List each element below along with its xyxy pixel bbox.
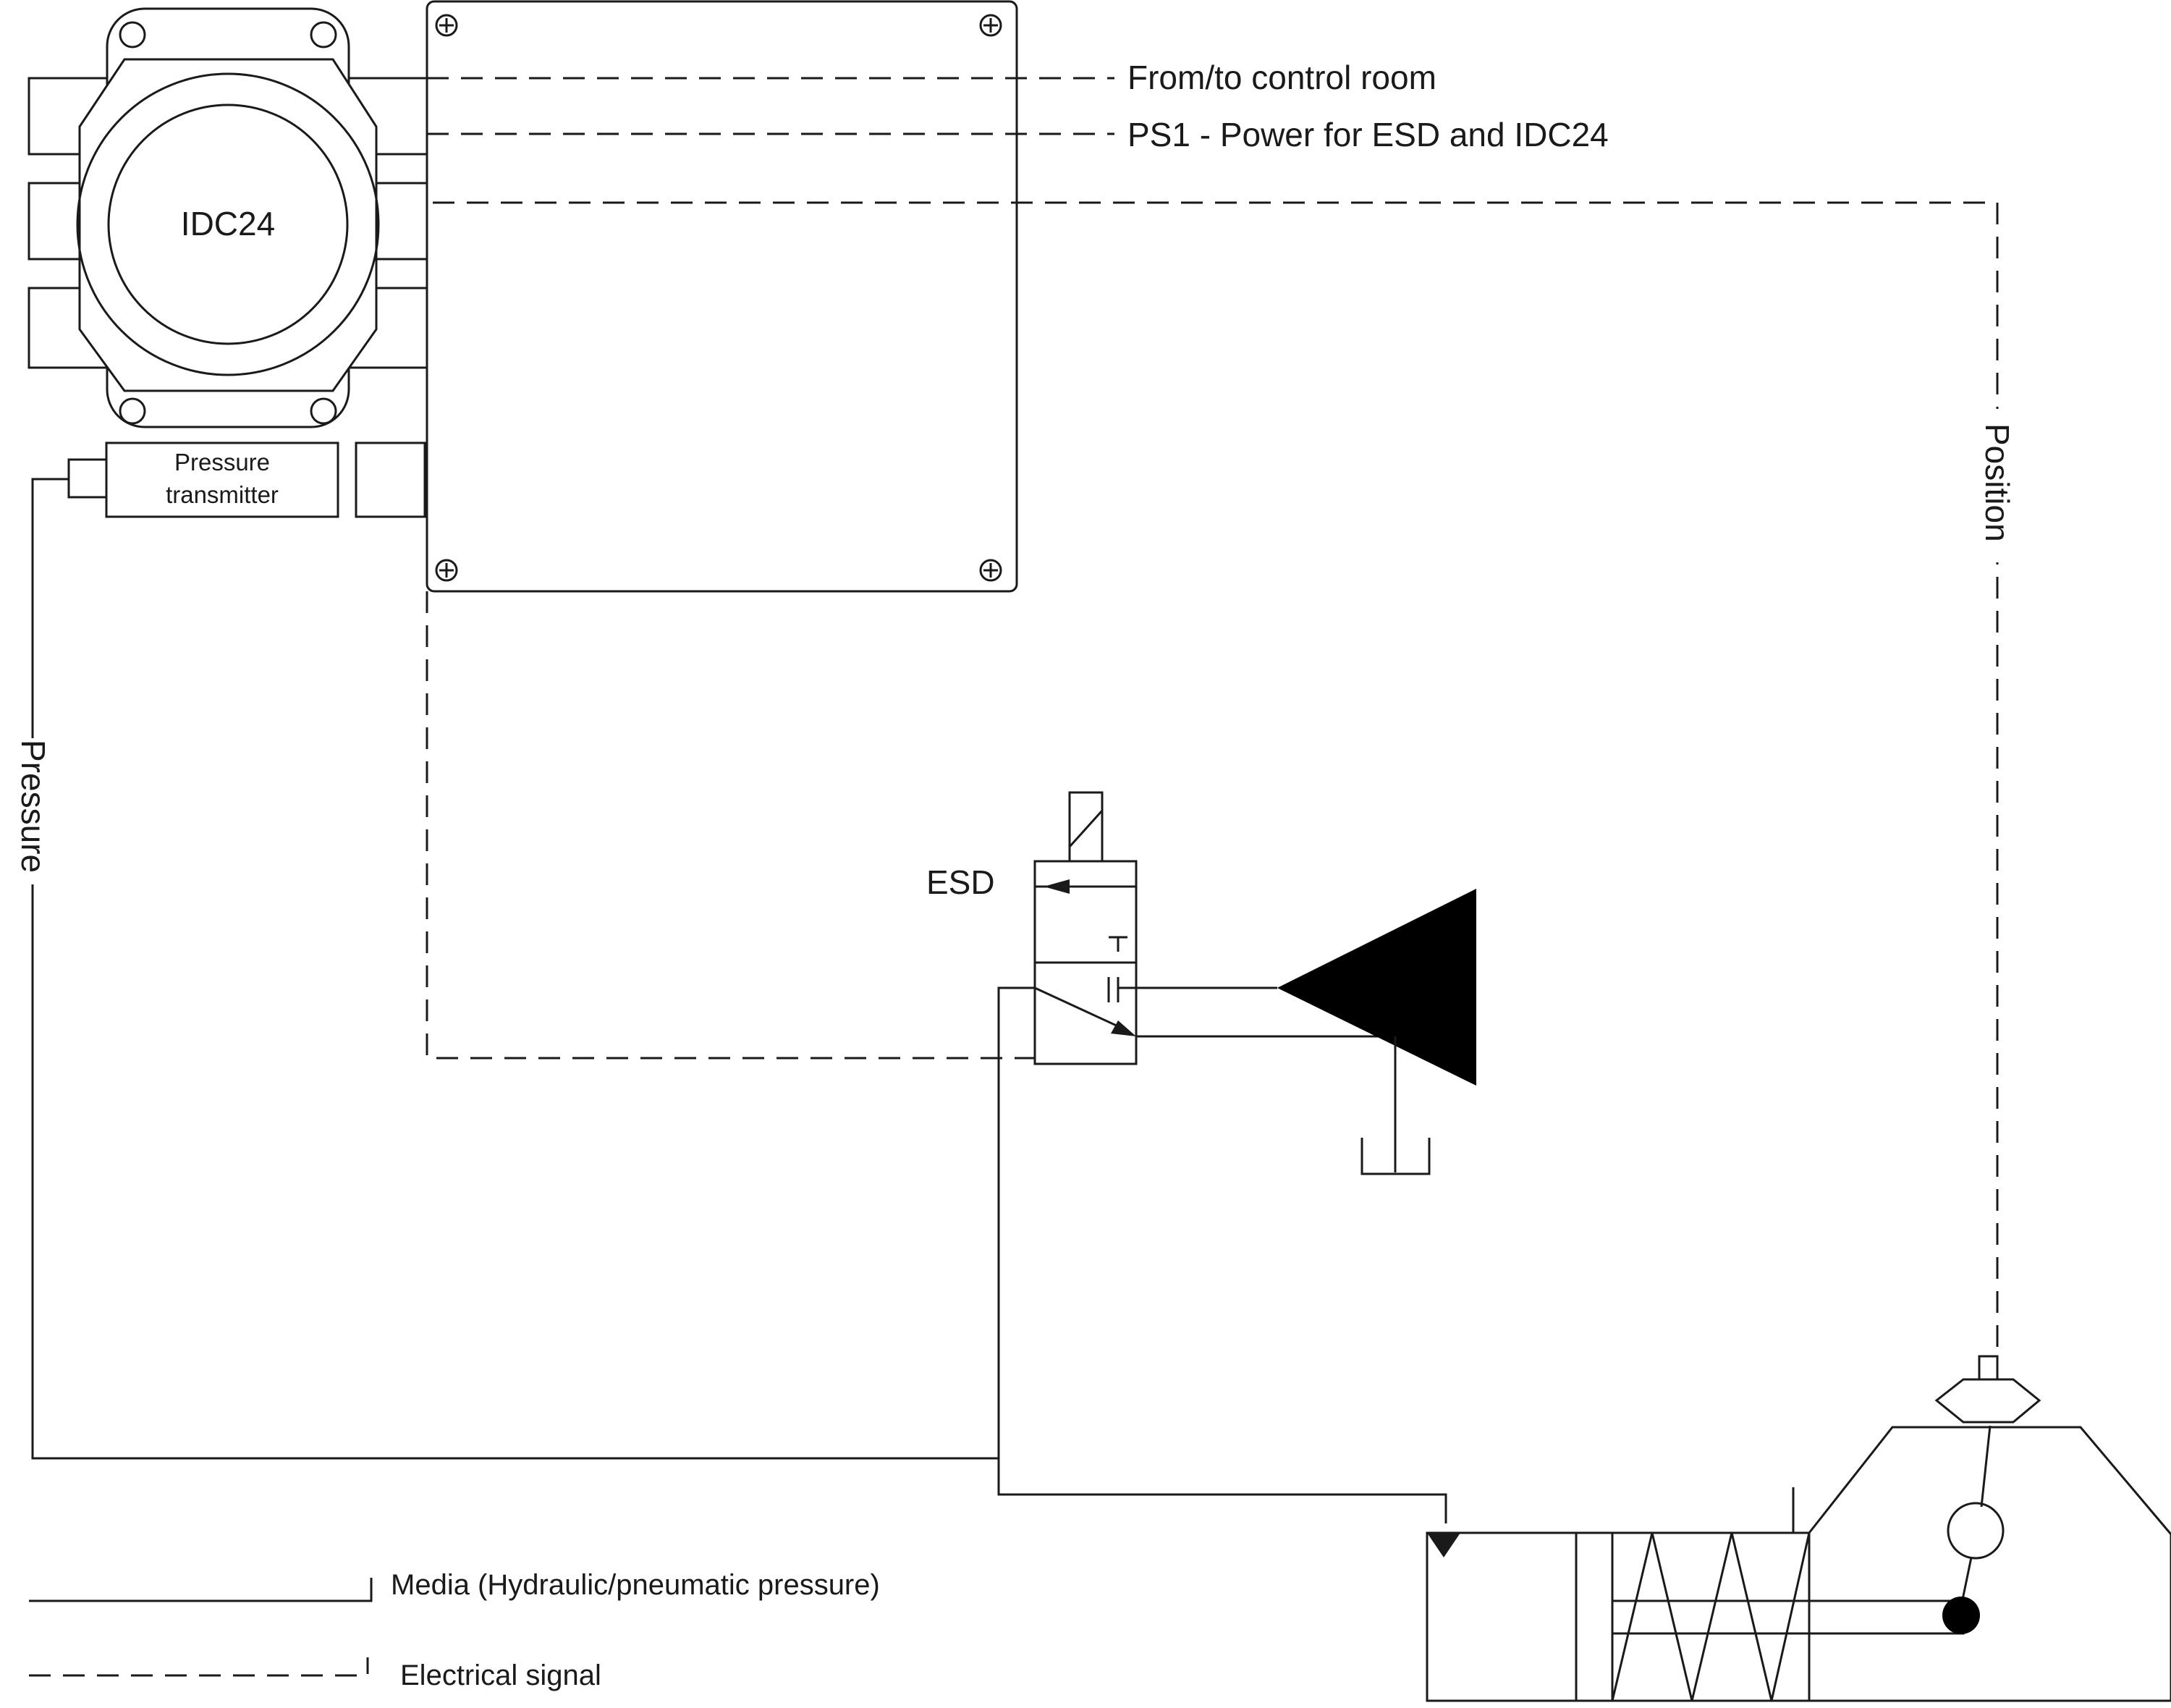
solenoid-coil xyxy=(1068,791,1104,863)
power-label: PS1 - Power for ESD and IDC24 xyxy=(1127,116,1609,153)
legend-media-label: Media (Hydraulic/pneumatic pressure) xyxy=(391,1569,880,1601)
esd-label: ESD xyxy=(926,863,995,901)
screw-icon xyxy=(435,14,458,37)
legend-electrical-line xyxy=(29,1657,369,1677)
controller-bolt-top-right xyxy=(310,21,337,48)
port-arrow-icon xyxy=(1427,1533,1460,1557)
blocked-port-icon xyxy=(1109,936,1127,952)
position-label: Position xyxy=(1979,423,2016,542)
screw-icon xyxy=(979,559,1002,582)
blocked-port-icon xyxy=(1107,977,1120,1002)
position-sensor-icon xyxy=(1934,1378,2041,1424)
junction-box xyxy=(426,0,1018,593)
esd-outlet xyxy=(1118,889,1476,1175)
legend-electrical-label: Electrical signal xyxy=(400,1660,601,1691)
pressure-label: Pressure xyxy=(14,740,52,873)
electrical-signal-lines xyxy=(426,77,1999,1353)
legend-media-line xyxy=(29,1578,373,1602)
controller-bolt-bottom-right xyxy=(310,397,337,425)
valve-ball-icon xyxy=(1947,1502,2005,1560)
controller-face xyxy=(107,103,349,345)
pump-triangle-icon xyxy=(1277,889,1476,1086)
controller-bolt-bottom-left xyxy=(119,397,146,425)
valve-body xyxy=(1808,1426,2171,1702)
controller-bolt-top-left xyxy=(119,21,146,48)
actuator xyxy=(1426,1355,2171,1702)
media-lines xyxy=(31,478,1447,1523)
position-label-bg xyxy=(1979,409,2015,562)
transmitter-label-line1: Pressure xyxy=(174,449,270,475)
spring-icon xyxy=(1611,1532,1811,1701)
controller-bezel xyxy=(76,72,380,376)
position-signal-line xyxy=(433,201,1999,1353)
transmitter-port xyxy=(67,458,108,499)
transmitter-body xyxy=(105,441,339,518)
arrow-head-icon xyxy=(1111,1020,1136,1036)
screw-icon xyxy=(979,14,1002,37)
pressure-label-bg xyxy=(16,738,51,884)
screw-icon xyxy=(435,559,458,582)
tank-icon xyxy=(1360,1138,1431,1175)
transmitter-label-line2: transmitter xyxy=(166,481,279,508)
pivot-icon xyxy=(1942,1597,1980,1634)
pressure-media-line xyxy=(31,478,999,1460)
arrow-head-icon xyxy=(1044,879,1070,894)
junction-box-body xyxy=(426,0,1018,593)
valve-upper-position xyxy=(1033,860,1138,964)
flow-arrow-icon xyxy=(1034,986,1130,1033)
esd-signal-line xyxy=(426,591,1035,1060)
valve-lower-position xyxy=(1033,961,1138,1065)
controller-label: IDC24 xyxy=(181,205,275,242)
esd-solenoid-valve xyxy=(1033,791,1138,1065)
legend: Media (Hydraulic/pneumatic pressure) Ele… xyxy=(29,1569,880,1691)
control-room-label: From/to control room xyxy=(1127,59,1436,96)
actuator-supply-line xyxy=(997,986,1447,1523)
idc24-controller: IDC24 xyxy=(27,7,428,428)
transmitter-connector xyxy=(355,441,426,518)
position-sensor-stem xyxy=(1978,1355,1999,1381)
pressure-transmitter: Pressure transmitter xyxy=(67,441,426,518)
